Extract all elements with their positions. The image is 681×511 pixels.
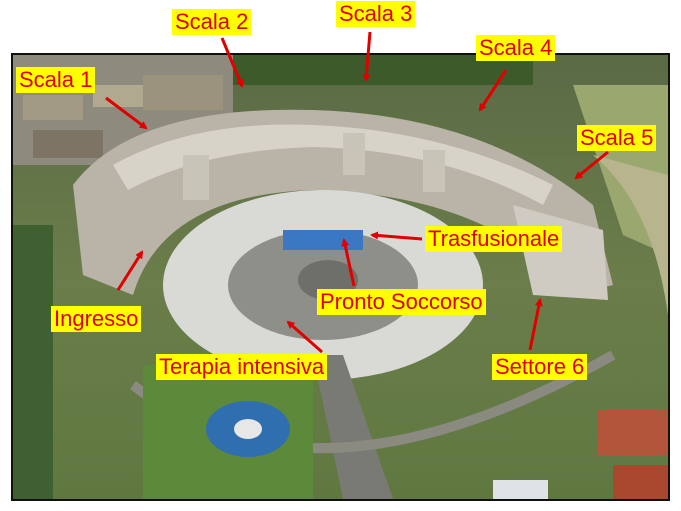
label-settore-6: Settore 6: [492, 354, 588, 380]
warehouse-roof: [33, 130, 103, 158]
warehouse-roof: [143, 75, 223, 110]
red-roof-building: [598, 410, 668, 455]
label-ingresso: Ingresso: [51, 306, 142, 332]
white-building: [493, 480, 548, 499]
aerial-hospital-photo: [13, 55, 668, 499]
label-scala-3: Scala 3: [336, 1, 416, 27]
label-scala-2: Scala 2: [172, 9, 252, 35]
red-roof-building: [613, 465, 668, 499]
label-scala-4: Scala 4: [476, 35, 556, 61]
warehouse-roof: [23, 95, 83, 120]
label-trasfusionale: Trasfusionale: [425, 226, 563, 252]
helipad-center: [234, 419, 262, 439]
label-scala-1: Scala 1: [16, 67, 96, 93]
aerial-photo-frame: [11, 53, 670, 501]
tower: [423, 150, 445, 192]
hospital-wing-roof: [113, 124, 553, 205]
tower: [343, 133, 365, 175]
dirt-track: [593, 155, 668, 315]
tree-cluster: [13, 225, 53, 499]
access-road: [313, 355, 393, 499]
blue-canopy: [283, 230, 363, 250]
tower: [183, 155, 209, 200]
label-scala-5: Scala 5: [577, 125, 657, 151]
label-terapia-intensiva: Terapia intensiva: [156, 354, 328, 380]
label-pronto-soccorso: Pronto Soccorso: [317, 289, 486, 315]
